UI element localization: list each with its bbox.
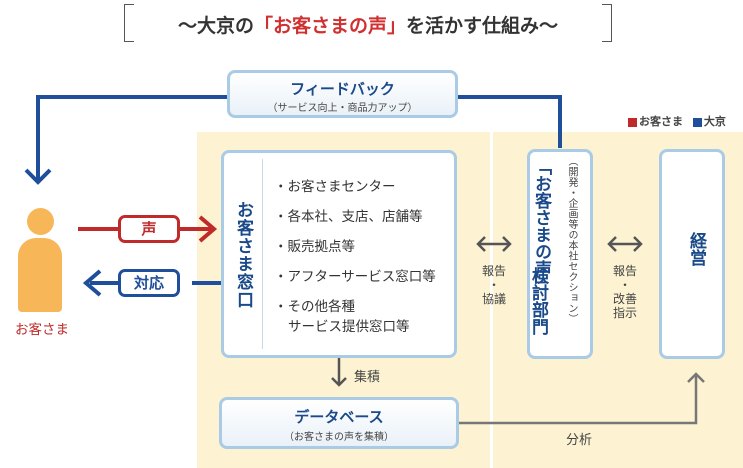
- section-box: （開発・企画等の本社セクション） 「お客さまの声」: [527, 149, 593, 359]
- voice-pill: 声: [118, 215, 180, 243]
- analysis-label: 分析: [566, 433, 593, 448]
- report-consult-line2: ・: [487, 278, 500, 292]
- report-improve-double-arrow: [607, 236, 643, 252]
- database-box: データベース （お客さまの声を集積）: [219, 397, 459, 449]
- window-item-3: ・販売拠点等: [274, 239, 355, 255]
- report-improve-line1: 報告: [612, 264, 637, 278]
- window-item-4: ・アフターサービス窓口等: [274, 269, 436, 285]
- legend-daikyo-label: 大京: [703, 115, 726, 128]
- report-consult-line3: 協議: [481, 292, 506, 306]
- report-improve-line4: 指示: [612, 306, 637, 320]
- database-subtitle: （お客さまの声を集積）: [284, 432, 394, 443]
- title-bracket-left: [124, 4, 134, 42]
- window-title: お客さま窓口: [233, 201, 253, 309]
- report-consult-label: 報告 ・ 協議: [478, 264, 510, 306]
- title-bracket-right: [602, 4, 612, 42]
- feedback-section-line: [457, 95, 562, 148]
- customer-label: お客さま: [15, 322, 69, 338]
- title-emphasis: 「お客さまの声」: [253, 15, 406, 37]
- section-title-line2: 検討部門: [528, 267, 548, 335]
- response-arrow-head: [82, 269, 102, 297]
- window-item-6: サービス提供窓口等: [288, 319, 410, 335]
- response-pill: 対応: [118, 269, 180, 297]
- report-consult-double-arrow: [476, 236, 512, 252]
- feedback-arrow-head: [24, 168, 52, 185]
- diagram-title: 〜大京の「お客さまの声」を活かす仕組み〜: [124, 4, 612, 42]
- report-improve-label: 報告 ・ 改善 指示: [609, 264, 641, 320]
- management-box: 経営: [659, 149, 725, 359]
- feedback-arrow-line: [36, 95, 229, 180]
- database-title: データベース: [294, 408, 384, 426]
- report-improve-line3: 改善: [612, 292, 637, 306]
- window-item-1: ・お客さまセンター: [274, 179, 396, 195]
- legend-customer-label: お客さま: [639, 115, 683, 128]
- title-suffix: を活かす仕組み〜: [406, 15, 559, 37]
- feedback-title: フィードバック: [290, 80, 395, 98]
- title-prefix: 〜大京の: [177, 15, 254, 37]
- feedback-subtitle: （サービス向上・商品力アップ）: [267, 103, 418, 114]
- legend-daikyo-swatch: [692, 117, 702, 127]
- aggregate-arrow: [331, 358, 347, 387]
- management-title: 経営: [686, 232, 706, 266]
- legend-customer-swatch: [628, 117, 637, 127]
- customer-person-icon: [18, 208, 62, 312]
- analysis-arrow: [458, 372, 705, 425]
- window-item-2: ・各本社、支店、店舗等: [274, 209, 423, 225]
- window-item-5: ・その他各種: [274, 299, 355, 315]
- legend: お客さま 大京: [628, 113, 726, 129]
- report-improve-line2: ・: [618, 278, 631, 292]
- section-title-line1: 「お客さまの声」: [531, 158, 551, 294]
- section-note: （開発・企画等の本社セクション）: [566, 156, 577, 324]
- title-text: 〜大京の「お客さまの声」を活かす仕組み〜: [124, 11, 612, 38]
- aggregate-label: 集積: [354, 370, 381, 385]
- voice-arrow-head: [198, 215, 218, 243]
- customer-window-box: お客さま窓口 ・お客さまセンター ・各本社、支店、店舗等 ・販売拠点等 ・アフタ…: [221, 150, 457, 358]
- report-consult-line1: 報告: [481, 264, 506, 278]
- feedback-box: フィードバック （サービス向上・商品力アップ）: [227, 70, 458, 118]
